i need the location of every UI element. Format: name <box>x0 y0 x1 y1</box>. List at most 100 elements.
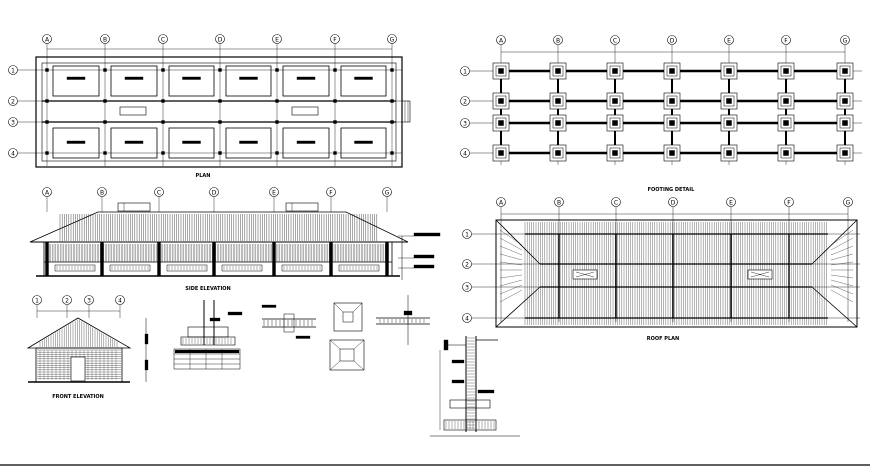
grid-bubble-label: C <box>613 37 617 44</box>
plan-column <box>218 68 222 72</box>
side-roof-hatch <box>59 214 377 241</box>
plan-column <box>390 99 394 103</box>
plan-room-label <box>239 76 258 80</box>
grid-bubble-label: 2 <box>65 297 69 304</box>
grid-bubble-label: D <box>212 189 217 196</box>
footing-step <box>495 65 507 77</box>
plan-column <box>161 68 165 72</box>
grid-bubble-label: C <box>161 36 165 43</box>
grid-bubble <box>272 34 282 44</box>
footing-step <box>839 117 851 129</box>
footing-slope <box>353 360 365 371</box>
footing-step <box>666 117 678 129</box>
grid-bubble-label: E <box>729 199 733 206</box>
grid-bubble-label: A <box>45 189 50 196</box>
beam-column <box>283 313 295 333</box>
footing-step <box>666 147 678 159</box>
roof-outline <box>495 219 858 328</box>
grid-bubble <box>8 96 18 106</box>
footing-column <box>783 68 789 74</box>
side-wall-hatch <box>45 244 389 262</box>
plan-room-label <box>124 140 144 144</box>
footing-slope <box>329 339 341 350</box>
grid-bubble-label: G <box>843 37 848 44</box>
plan-column <box>218 120 222 124</box>
footing-step <box>780 147 792 159</box>
grid-bubble-label: 2 <box>463 98 467 105</box>
grid-bubble <box>460 118 470 128</box>
plan-column <box>103 120 107 124</box>
hip-hatch <box>830 284 854 295</box>
footing-column <box>498 150 504 156</box>
footing-step <box>552 117 564 129</box>
roof-sheet-hatch <box>524 222 827 325</box>
footing-column <box>669 68 675 74</box>
footing-column <box>612 150 618 156</box>
footing-column <box>783 120 789 126</box>
plan-column <box>103 151 107 155</box>
plan-room-label <box>354 140 373 144</box>
grid-bubble-label: C <box>157 189 161 196</box>
plan-column <box>333 99 337 103</box>
footing-column <box>669 120 675 126</box>
plan-column <box>333 68 337 72</box>
roof-plan-title: ROOF PLAN <box>647 336 679 342</box>
footing-column <box>669 98 675 104</box>
grid-bubble-label: F <box>333 36 337 43</box>
plan-column <box>161 120 165 124</box>
side-column <box>45 241 49 277</box>
grid-bubble-label: B <box>103 36 107 43</box>
roof-hip <box>495 219 541 265</box>
plan-column <box>218 151 222 155</box>
footing-step <box>839 65 851 77</box>
grid-bubble <box>209 187 219 197</box>
hip-hatch <box>499 284 523 295</box>
footing-column <box>498 98 504 104</box>
footing-step <box>666 95 678 107</box>
plan-stair-hall <box>291 106 319 116</box>
plan-room <box>340 65 387 97</box>
plan-room-label <box>182 76 201 80</box>
footing-step <box>780 95 792 107</box>
grid-bubble-label: D <box>671 199 676 206</box>
plan-column <box>218 99 222 103</box>
footing-section-detail <box>329 339 365 371</box>
roof-vent-mark <box>575 271 595 278</box>
grid-bubble-label: A <box>45 36 50 43</box>
footing-slope <box>352 302 363 313</box>
grid-bubble-label: 4 <box>11 150 15 157</box>
grid-bubble-label: C <box>614 199 618 206</box>
plan-column <box>45 99 49 103</box>
grid-bubble <box>784 197 794 207</box>
plan-inner-wall <box>41 62 397 162</box>
grid-bubble <box>460 148 470 158</box>
plan-room-label <box>66 76 86 80</box>
hip-hatch <box>830 289 854 303</box>
footing-step <box>780 65 792 77</box>
detail-note <box>295 335 311 339</box>
plan-column <box>161 151 165 155</box>
grid-bubble-label: E <box>275 36 279 43</box>
grid-bubble <box>462 282 472 292</box>
grid-bubble <box>496 35 506 45</box>
plan-column <box>45 68 49 72</box>
detail-note <box>451 359 465 364</box>
footing-plan-column <box>342 311 354 323</box>
footing-step <box>666 65 678 77</box>
level-tag <box>413 264 435 269</box>
hip-hatch <box>830 274 854 279</box>
hip-hatch <box>830 279 854 287</box>
side-column <box>329 241 333 277</box>
grid-bubble <box>326 187 336 197</box>
grid-bubble-label: 3 <box>465 284 469 291</box>
grid-bubble <box>215 34 225 44</box>
plan-column <box>45 120 49 124</box>
grid-bubble-label: D <box>218 36 223 43</box>
plan-column <box>333 151 337 155</box>
roof-hip <box>495 286 541 328</box>
front-door <box>70 356 86 382</box>
roof-hip <box>811 286 858 328</box>
grid-bubble <box>553 35 563 45</box>
